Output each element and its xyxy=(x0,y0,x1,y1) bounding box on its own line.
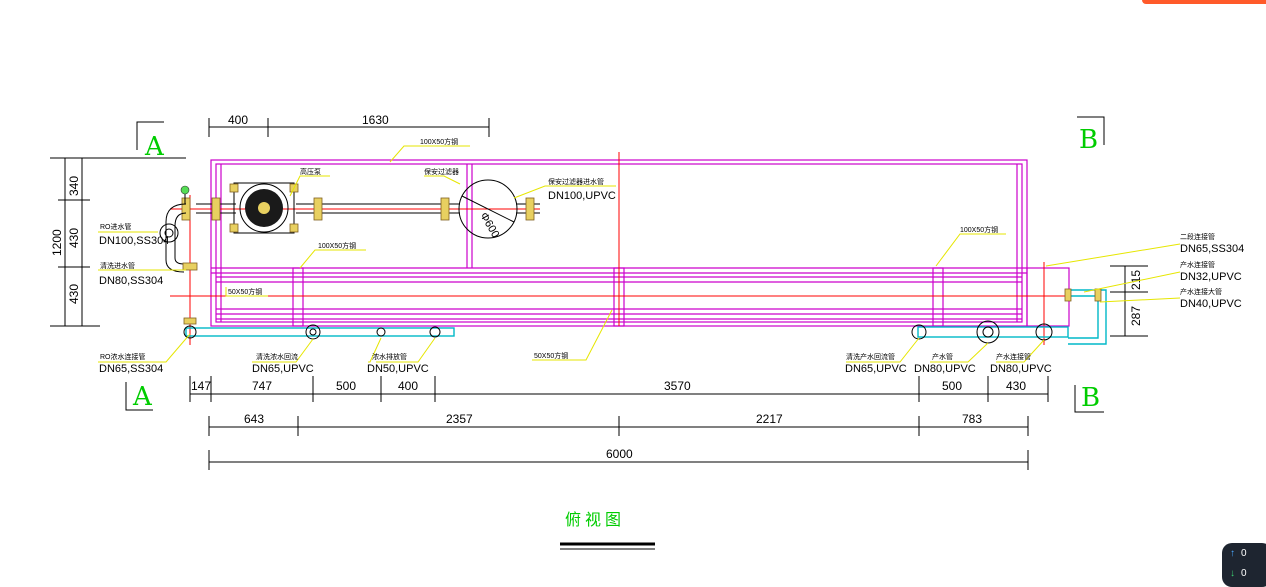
label-product-pipe: 产水管 xyxy=(932,352,953,361)
dim-right-215: 215 xyxy=(1129,270,1143,290)
section-mark-a-top: A xyxy=(136,121,165,162)
label-flush-inlet: 清洗进水管 xyxy=(100,261,135,270)
upload-value: 0 xyxy=(1241,547,1247,559)
label-frame-mid-left: 100X50方钢 xyxy=(318,241,356,250)
section-a-top-text: A xyxy=(144,132,165,162)
label-hp-pump: 高压泵 xyxy=(300,167,321,176)
dim-b1-400: 400 xyxy=(398,379,418,393)
label-beam-50: 50X50方钢 xyxy=(228,287,262,296)
section-b-top-text: B xyxy=(1079,125,1098,155)
product-pipe-right xyxy=(911,288,1107,345)
label-ro-inlet-spec: DN100,SS304 xyxy=(99,235,169,247)
total-dimension: 6000 xyxy=(208,447,1029,470)
label-frame-mid-right: 100X50方钢 xyxy=(960,225,998,234)
centerlines xyxy=(170,152,1080,345)
high-pressure-pump xyxy=(229,182,299,234)
label-ro-inlet: RO进水管 xyxy=(100,222,132,231)
label-flush-return-spec: DN65,UPVC xyxy=(252,363,314,375)
dim-top-1630: 1630 xyxy=(362,113,389,127)
network-speed-widget[interactable]: ↑ 0 ↓ 0 xyxy=(1222,543,1266,587)
label-conc-drain-spec: DN50,UPVC xyxy=(367,363,429,375)
dim-b1-3570: 3570 xyxy=(664,379,691,393)
dim-b2-643: 643 xyxy=(244,412,264,426)
download-arrow-icon: ↓ xyxy=(1230,567,1235,579)
label-flush-inlet-spec: DN80,SS304 xyxy=(99,275,163,287)
label-ro-conc: RO浓水连接管 xyxy=(100,352,146,361)
dim-b2-2217: 2217 xyxy=(756,412,783,426)
label-frame-top: 100X50方钢 xyxy=(420,137,458,146)
label-product-pipe-spec: DN80,UPVC xyxy=(914,363,976,375)
leader-lines xyxy=(98,145,1181,363)
right-dimensions: 215 287 xyxy=(1110,265,1148,337)
dim-left-1200: 1200 xyxy=(50,229,64,256)
label-flush-product: 清洗产水回流管 xyxy=(846,352,895,361)
label-ro-conc-spec: DN65,SS304 xyxy=(99,363,163,375)
cartridge-filter: Φ600 xyxy=(458,179,518,241)
upload-row: ↑ 0 xyxy=(1222,543,1266,563)
label-product-conn: 产水连接管 xyxy=(1180,260,1215,269)
annotation-labels: 100X50方钢 高压泵 保安过滤器 保安过滤器进水管 DN100,UPVC R… xyxy=(99,137,1244,375)
dim-total-6000: 6000 xyxy=(606,447,633,461)
bottom-dimensions-row1: 147 747 500 400 3570 500 430 xyxy=(189,376,1049,402)
dim-left-340: 340 xyxy=(67,176,81,196)
dim-b2-783: 783 xyxy=(962,412,982,426)
label-second-stage: 二段连接管 xyxy=(1180,232,1215,241)
top-accent-bar xyxy=(1142,0,1266,4)
label-flush-product-spec: DN65,UPVC xyxy=(845,363,907,375)
dim-right-287: 287 xyxy=(1129,306,1143,326)
download-value: 0 xyxy=(1241,567,1247,579)
label-product-conn2: 产水连接管 xyxy=(996,352,1031,361)
dim-b1-500b: 500 xyxy=(942,379,962,393)
dim-b1-147: 147 xyxy=(191,379,211,393)
label-product-conn-spec: DN32,UPVC xyxy=(1180,271,1242,283)
section-mark-b-top: B xyxy=(1077,116,1105,155)
top-dimensions: 400 1630 xyxy=(208,113,490,137)
section-b-bottom-text: B xyxy=(1081,383,1100,413)
label-filter-inlet: 保安过滤器进水管 xyxy=(548,177,604,186)
upload-arrow-icon: ↑ xyxy=(1230,547,1235,559)
left-dimensions: 340 430 1200 430 xyxy=(50,157,186,327)
section-a-bottom-text: A xyxy=(132,382,153,412)
label-product-conn-big-spec: DN40,UPVC xyxy=(1180,298,1242,310)
label-flush-return: 清洗浓水回流 xyxy=(256,352,298,361)
dim-top-400: 400 xyxy=(228,113,248,127)
dim-left-430a: 430 xyxy=(67,228,81,248)
download-row: ↓ 0 xyxy=(1222,563,1266,583)
section-mark-a-bottom: A xyxy=(125,382,153,412)
label-product-conn-big: 产水连接大管 xyxy=(1180,287,1222,296)
label-second-stage-spec: DN65,SS304 xyxy=(1180,243,1244,255)
dim-b1-747: 747 xyxy=(252,379,272,393)
filter-diameter-label: Φ600 xyxy=(477,211,501,241)
section-mark-b-bottom: B xyxy=(1074,383,1104,413)
label-cartridge-filter: 保安过滤器 xyxy=(424,167,459,176)
title-text: 俯视图 xyxy=(565,510,625,529)
label-filter-inlet-spec: DN100,UPVC xyxy=(548,190,616,202)
view-title: 俯视图 xyxy=(560,510,655,550)
dim-b1-500a: 500 xyxy=(336,379,356,393)
dim-b1-430: 430 xyxy=(1006,379,1026,393)
bottom-dimensions-row2: 643 2357 2217 783 xyxy=(208,412,1029,436)
label-product-conn2-spec: DN80,UPVC xyxy=(990,363,1052,375)
label-conc-drain: 浓水排放管 xyxy=(372,352,407,361)
dim-b2-2357: 2357 xyxy=(446,412,473,426)
dim-left-430b: 430 xyxy=(67,284,81,304)
label-beam-bottom: 50X50方钢 xyxy=(534,351,568,360)
concentrate-pipe-left xyxy=(183,317,455,340)
inlet-pipe-top xyxy=(159,185,540,273)
